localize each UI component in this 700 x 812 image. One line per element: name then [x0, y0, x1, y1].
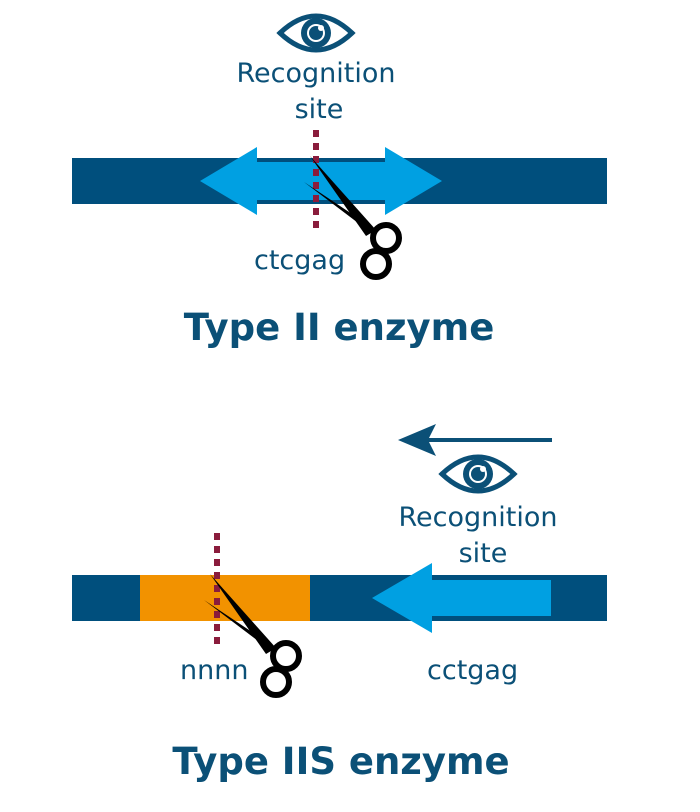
- type2s-title: Type IIS enzyme: [172, 740, 509, 783]
- recognition-site-label-line1: Recognition: [237, 58, 396, 89]
- cut-sequence: nnnn: [180, 655, 248, 686]
- type2-panel: Recognition site ctcgag Type II enzyme: [72, 16, 607, 349]
- recognition-site-label-line2: site: [295, 94, 344, 125]
- type2s-panel: Recognition site nnnn cctgag Type IIS en…: [72, 424, 607, 783]
- recognition-site-label-line2: site: [459, 538, 508, 569]
- recognition-site-arrow: [200, 147, 442, 215]
- recognition-sequence: ctcgag: [254, 245, 345, 276]
- arrow-left-icon: [398, 424, 552, 456]
- type2-title: Type II enzyme: [184, 306, 495, 349]
- recognition-site-label-line1: Recognition: [399, 502, 558, 533]
- spacer-region: [140, 575, 310, 621]
- recognition-site-arrow: [372, 563, 551, 633]
- eye-icon: [442, 457, 514, 491]
- eye-icon: [280, 16, 352, 50]
- recognition-sequence: cctgag: [427, 655, 518, 686]
